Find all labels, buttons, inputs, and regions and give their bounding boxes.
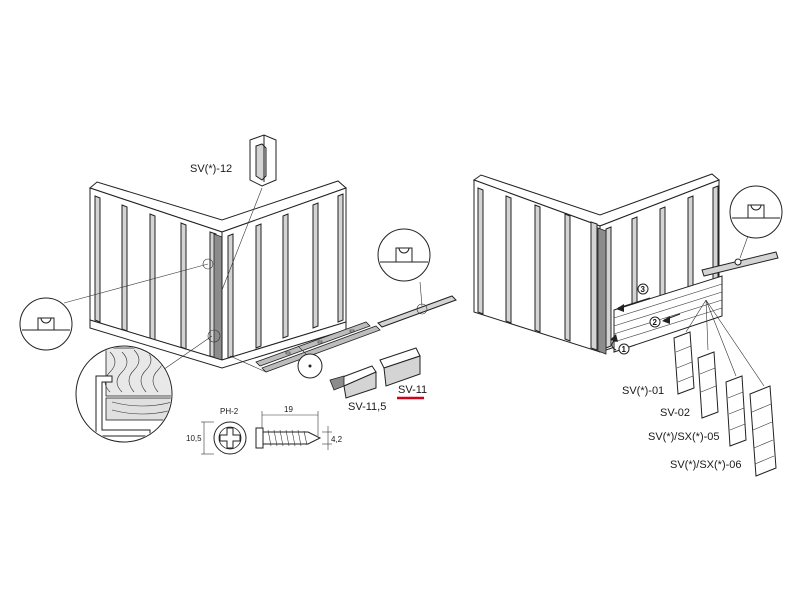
label-starter-strip: SV-11,5 <box>348 401 386 413</box>
screw-thread-diameter: 4,2 <box>331 435 343 444</box>
starter-strip-rail <box>229 295 457 373</box>
screw-head-diameter: 10,5 <box>186 434 202 443</box>
panel-profile-02 <box>697 351 719 419</box>
label-starter-strip-alt: SV-11 <box>398 384 427 396</box>
screw-length: 19 <box>284 405 293 414</box>
panel-profile-06 <box>749 385 777 477</box>
detail-circle-middle <box>297 345 323 379</box>
screw-head-type: PH-2 <box>220 407 239 416</box>
install-step-arrows: 3 2 1 <box>610 283 681 355</box>
panel-profile-05 <box>725 375 747 447</box>
label-corner-profile: SV(*)-12 <box>190 163 232 175</box>
panel-leaders <box>685 299 765 387</box>
label-panel-06: SV(*)/SX(*)-06 <box>670 459 742 471</box>
label-panel-02: SV-02 <box>660 407 690 419</box>
right-battens <box>227 193 344 359</box>
starter-profile-part <box>329 365 377 399</box>
detail-circle-wood <box>75 329 221 443</box>
label-panel-01: SV(*)-01 <box>622 385 664 397</box>
detail-circle-left <box>19 258 214 351</box>
left-wall-frame <box>89 180 347 369</box>
right-wall-frame <box>472 173 720 355</box>
step-1: 1 <box>622 345 627 354</box>
step-3: 3 <box>641 285 646 294</box>
screw-detail: PH-2 10,5 19 4,2 <box>186 405 343 455</box>
corner-profile-part <box>221 134 277 291</box>
panel-profile-01 <box>673 331 695 395</box>
detail-circle-right <box>377 228 431 315</box>
starter-profile-alt-part <box>379 347 421 387</box>
label-panel-05: SV(*)/SX(*)-05 <box>648 431 720 443</box>
detail-circle-top-right <box>729 185 783 259</box>
step-2: 2 <box>653 318 658 327</box>
